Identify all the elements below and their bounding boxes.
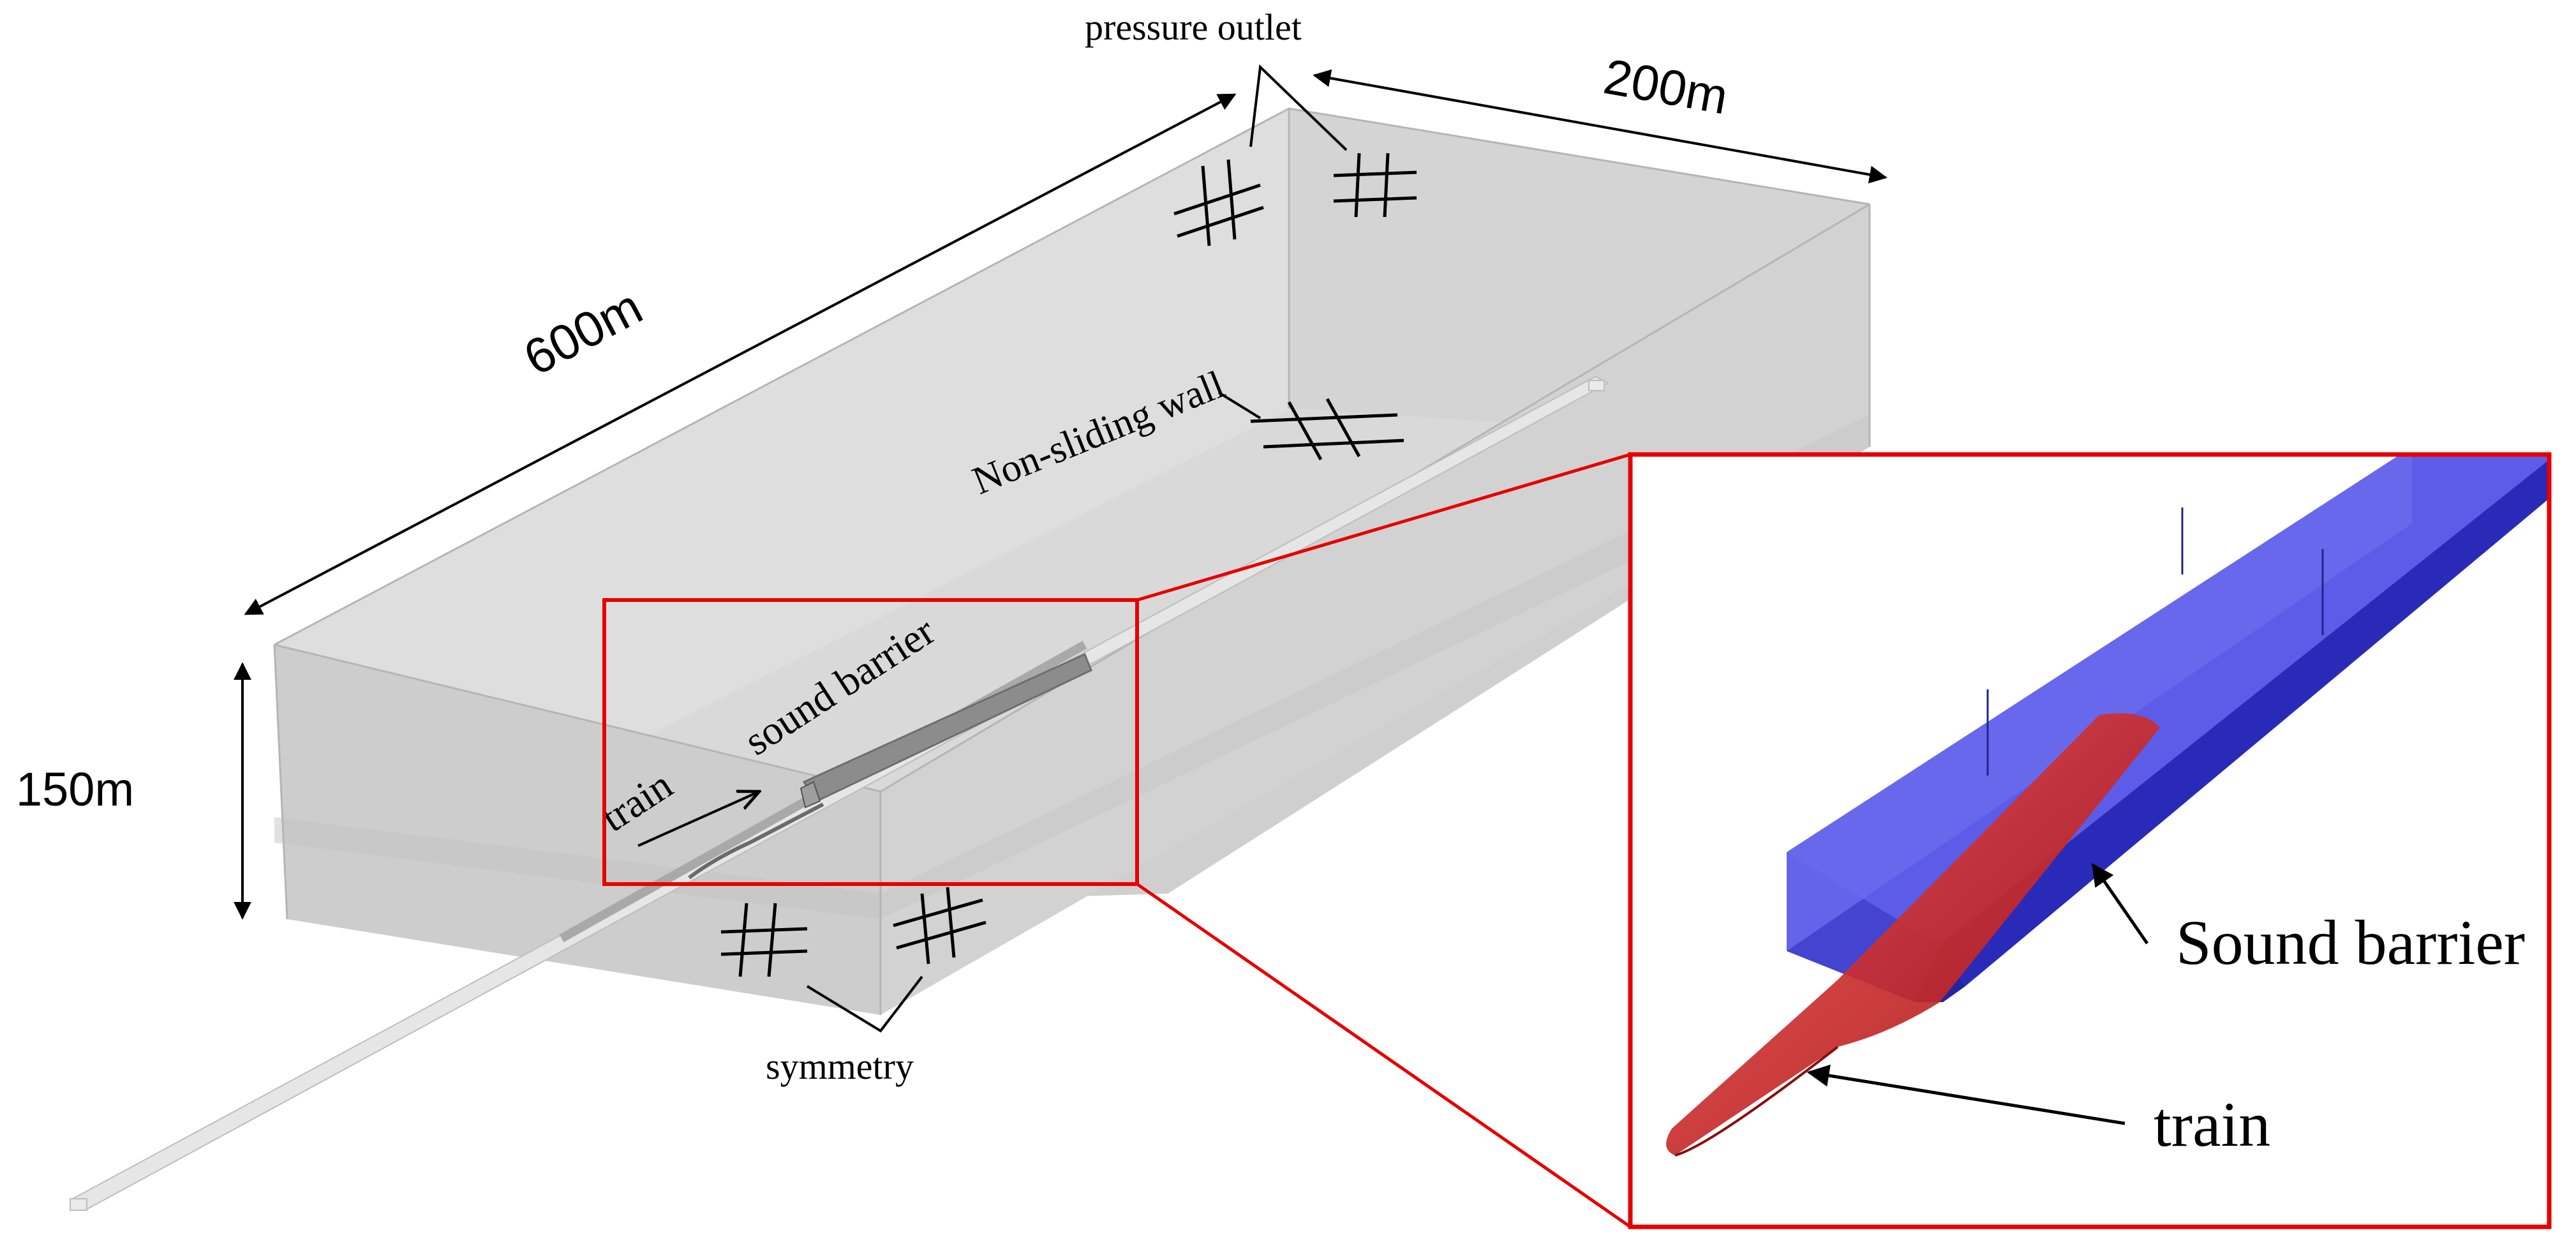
zoom-region-box: [602, 598, 1139, 886]
height-label: 150m: [16, 763, 134, 816]
dimension-height: 150m: [16, 662, 251, 920]
pressure-outlet-annotation: pressure outlet: [1085, 6, 1417, 246]
inset-sound-barrier-label: Sound barrier: [2176, 907, 2525, 978]
inset-frame: [1628, 452, 2552, 1229]
inset-barrier-arrow: [2091, 863, 2149, 945]
track-far-cap: [1588, 380, 1605, 391]
hatch-icon: [1173, 159, 1264, 246]
hatch-icon: [1250, 398, 1404, 461]
track-end-cap: [70, 1198, 87, 1211]
box-right-face: [881, 204, 1870, 1015]
train-direction-arrow: [637, 792, 759, 847]
zoom-highlight: [602, 453, 1632, 1229]
hatch-icon: [893, 887, 986, 965]
main-train: [688, 802, 824, 880]
length-label: 600m: [515, 278, 651, 386]
box-front-face: [274, 645, 881, 1015]
hatch-icon: [720, 903, 808, 977]
inset-sound-barrier: [1787, 456, 2547, 1002]
pressure-outlet-label: pressure outlet: [1085, 6, 1302, 48]
hatch-icon: [1333, 153, 1417, 218]
inset-panel: Sound barrier train: [1628, 452, 2552, 1229]
inset-train-arrow: [1806, 1064, 2126, 1125]
main-sound-barrier: [800, 652, 1092, 809]
width-label: 200m: [1600, 48, 1732, 125]
symmetry-label: symmetry: [766, 1046, 914, 1087]
inset-train-label: train: [2154, 1089, 2270, 1160]
inset-train: [1666, 713, 2160, 1157]
box-band: [274, 817, 881, 919]
symmetry-annotation: symmetry: [720, 887, 986, 1087]
box-band-right: [881, 415, 1870, 919]
